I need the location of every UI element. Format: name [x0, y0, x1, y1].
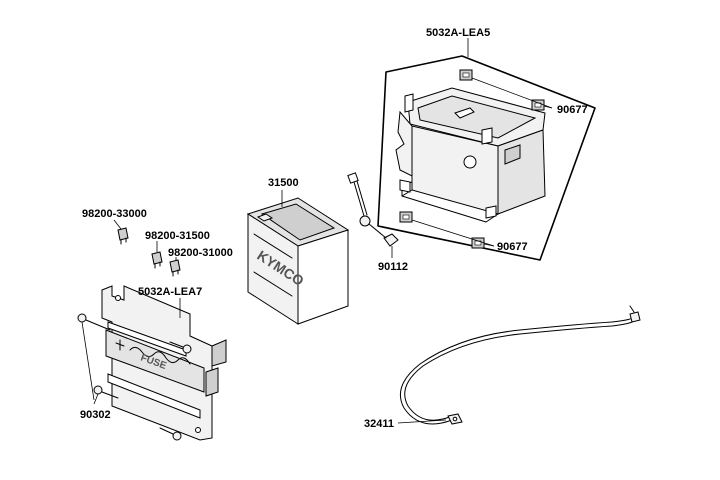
cable-label: 32411 — [364, 418, 394, 430]
screw-2 — [169, 341, 192, 354]
battery-label: 31500 — [268, 177, 299, 189]
fuse-2-label: 98200-31500 — [145, 230, 210, 242]
battery-box-group-outline — [377, 55, 596, 261]
battery-box-label: 5032A-LEA5 — [426, 27, 490, 39]
rubber-pad-top-2 — [531, 99, 545, 111]
battery: KYMCO 31500 — [246, 177, 350, 325]
battery-strap-bolt: 90112 — [347, 172, 408, 273]
rubber-pad-bottom-label: 90677 — [497, 241, 528, 253]
fuse-bracket-label: 5032A-LEA7 — [138, 286, 202, 298]
screw-label: 90302 — [80, 409, 111, 421]
bolt-label: 90112 — [378, 261, 408, 273]
battery-cable: 32411 — [364, 305, 641, 430]
fuse-98200-31500: 98200-31500 — [145, 230, 210, 269]
fuse-bracket: FUSE 5032A-LEA7 — [101, 285, 227, 441]
battery-box-group: 5032A-LEA5 90677 90677 — [377, 27, 596, 261]
rubber-pad-bottom-1 — [399, 211, 413, 223]
fuse-98200-31000: 98200-31000 — [168, 247, 233, 277]
fuse-1-label: 98200-33000 — [82, 208, 147, 220]
fuse-3-label: 98200-31000 — [168, 247, 233, 259]
rubber-pad-top-1 — [459, 69, 473, 81]
screw-4 — [159, 427, 182, 441]
fuse-98200-33000: 98200-33000 — [82, 208, 147, 245]
rubber-pad-top-label: 90677 — [557, 104, 588, 116]
battery-box — [395, 87, 546, 223]
